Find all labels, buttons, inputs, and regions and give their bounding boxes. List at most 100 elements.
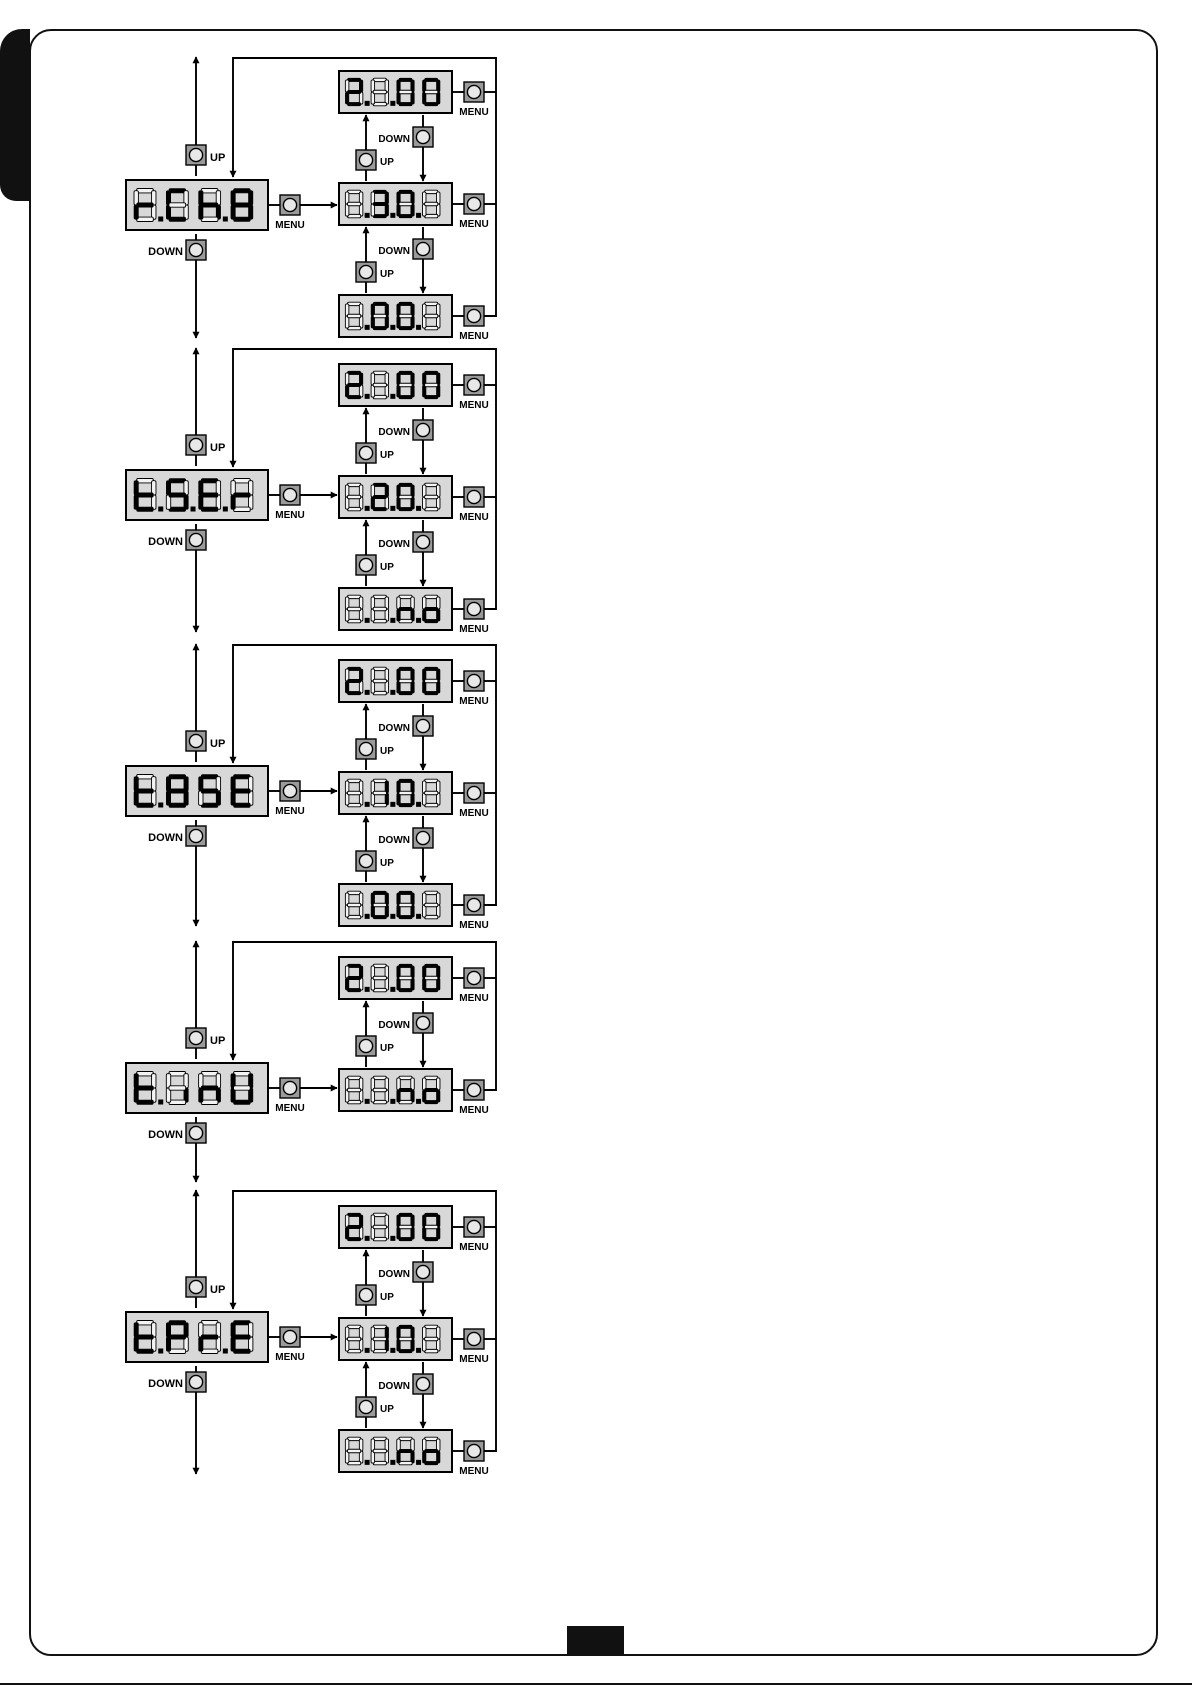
up-button[interactable]: [186, 1028, 206, 1048]
up-button[interactable]: [356, 555, 376, 575]
down-button[interactable]: [413, 1374, 433, 1394]
button-circle[interactable]: [359, 1039, 372, 1052]
down-button[interactable]: [413, 127, 433, 147]
decimal-point: [223, 217, 228, 222]
button-circle[interactable]: [416, 831, 429, 844]
button-circle[interactable]: [189, 533, 202, 546]
down-button[interactable]: [186, 530, 206, 550]
down-button[interactable]: [186, 826, 206, 846]
button-circle[interactable]: [283, 1081, 296, 1094]
down-button[interactable]: [413, 716, 433, 736]
menu-button[interactable]: [464, 599, 484, 619]
button-circle[interactable]: [416, 1016, 429, 1029]
menu-button[interactable]: [464, 1441, 484, 1461]
button-circle[interactable]: [283, 488, 296, 501]
button-circle[interactable]: [189, 148, 202, 161]
button-circle[interactable]: [189, 1280, 202, 1293]
up-button[interactable]: [186, 145, 206, 165]
menu-button[interactable]: [464, 1217, 484, 1237]
button-circle[interactable]: [467, 898, 480, 911]
menu-button[interactable]: [280, 485, 300, 505]
menu-button[interactable]: [280, 781, 300, 801]
up-button[interactable]: [356, 739, 376, 759]
button-circle[interactable]: [359, 265, 372, 278]
button-circle[interactable]: [467, 1220, 480, 1233]
button-circle[interactable]: [416, 242, 429, 255]
button-circle[interactable]: [416, 1265, 429, 1278]
menu-button[interactable]: [464, 671, 484, 691]
button-circle[interactable]: [189, 1375, 202, 1388]
menu-button[interactable]: [464, 783, 484, 803]
menu-button[interactable]: [464, 375, 484, 395]
down-button[interactable]: [186, 240, 206, 260]
menu-button[interactable]: [464, 487, 484, 507]
button-circle[interactable]: [467, 1444, 480, 1457]
menu-button[interactable]: [280, 1078, 300, 1098]
up-button[interactable]: [186, 1277, 206, 1297]
button-circle[interactable]: [283, 784, 296, 797]
menu-button[interactable]: [464, 306, 484, 326]
button-circle[interactable]: [359, 558, 372, 571]
button-circle[interactable]: [467, 1083, 480, 1096]
up-button[interactable]: [356, 443, 376, 463]
button-circle[interactable]: [467, 490, 480, 503]
button-circle[interactable]: [467, 971, 480, 984]
up-button[interactable]: [356, 1036, 376, 1056]
up-button[interactable]: [186, 731, 206, 751]
button-circle[interactable]: [359, 1400, 372, 1413]
button-circle[interactable]: [416, 535, 429, 548]
button-circle[interactable]: [467, 786, 480, 799]
down-button[interactable]: [413, 1262, 433, 1282]
down-label: DOWN: [378, 835, 410, 846]
button-circle[interactable]: [189, 734, 202, 747]
down-button[interactable]: [413, 828, 433, 848]
down-button[interactable]: [186, 1123, 206, 1143]
button-circle[interactable]: [416, 719, 429, 732]
button-circle[interactable]: [283, 1330, 296, 1343]
button-circle[interactable]: [189, 243, 202, 256]
button-circle[interactable]: [189, 829, 202, 842]
up-button[interactable]: [356, 150, 376, 170]
down-button[interactable]: [413, 532, 433, 552]
menu-button[interactable]: [464, 968, 484, 988]
decimal-point: [365, 213, 370, 218]
up-button[interactable]: [356, 1285, 376, 1305]
menu-button[interactable]: [464, 82, 484, 102]
menu-label: MENU: [459, 512, 488, 523]
button-circle[interactable]: [359, 153, 372, 166]
button-circle[interactable]: [283, 198, 296, 211]
up-button[interactable]: [186, 435, 206, 455]
button-circle[interactable]: [467, 309, 480, 322]
menu-button[interactable]: [464, 1329, 484, 1349]
menu-button[interactable]: [464, 1080, 484, 1100]
button-circle[interactable]: [416, 1377, 429, 1390]
button-circle[interactable]: [189, 1031, 202, 1044]
button-circle[interactable]: [416, 130, 429, 143]
up-button[interactable]: [356, 851, 376, 871]
menu-button[interactable]: [280, 1327, 300, 1347]
button-circle[interactable]: [467, 602, 480, 615]
button-circle[interactable]: [467, 378, 480, 391]
segment-d: [425, 102, 438, 105]
menu-button[interactable]: [464, 895, 484, 915]
menu-button[interactable]: [464, 194, 484, 214]
button-circle[interactable]: [359, 446, 372, 459]
button-circle[interactable]: [467, 197, 480, 210]
down-button[interactable]: [413, 239, 433, 259]
button-circle[interactable]: [359, 854, 372, 867]
down-button[interactable]: [413, 1013, 433, 1033]
button-circle[interactable]: [359, 1288, 372, 1301]
button-circle[interactable]: [467, 1332, 480, 1345]
button-circle[interactable]: [467, 674, 480, 687]
button-circle[interactable]: [189, 1126, 202, 1139]
button-circle[interactable]: [416, 423, 429, 436]
menu-button[interactable]: [280, 195, 300, 215]
up-button[interactable]: [356, 1397, 376, 1417]
button-circle[interactable]: [189, 438, 202, 451]
down-button[interactable]: [413, 420, 433, 440]
decimal-point: [223, 1349, 228, 1354]
button-circle[interactable]: [359, 742, 372, 755]
up-button[interactable]: [356, 262, 376, 282]
button-circle[interactable]: [467, 85, 480, 98]
down-button[interactable]: [186, 1372, 206, 1392]
